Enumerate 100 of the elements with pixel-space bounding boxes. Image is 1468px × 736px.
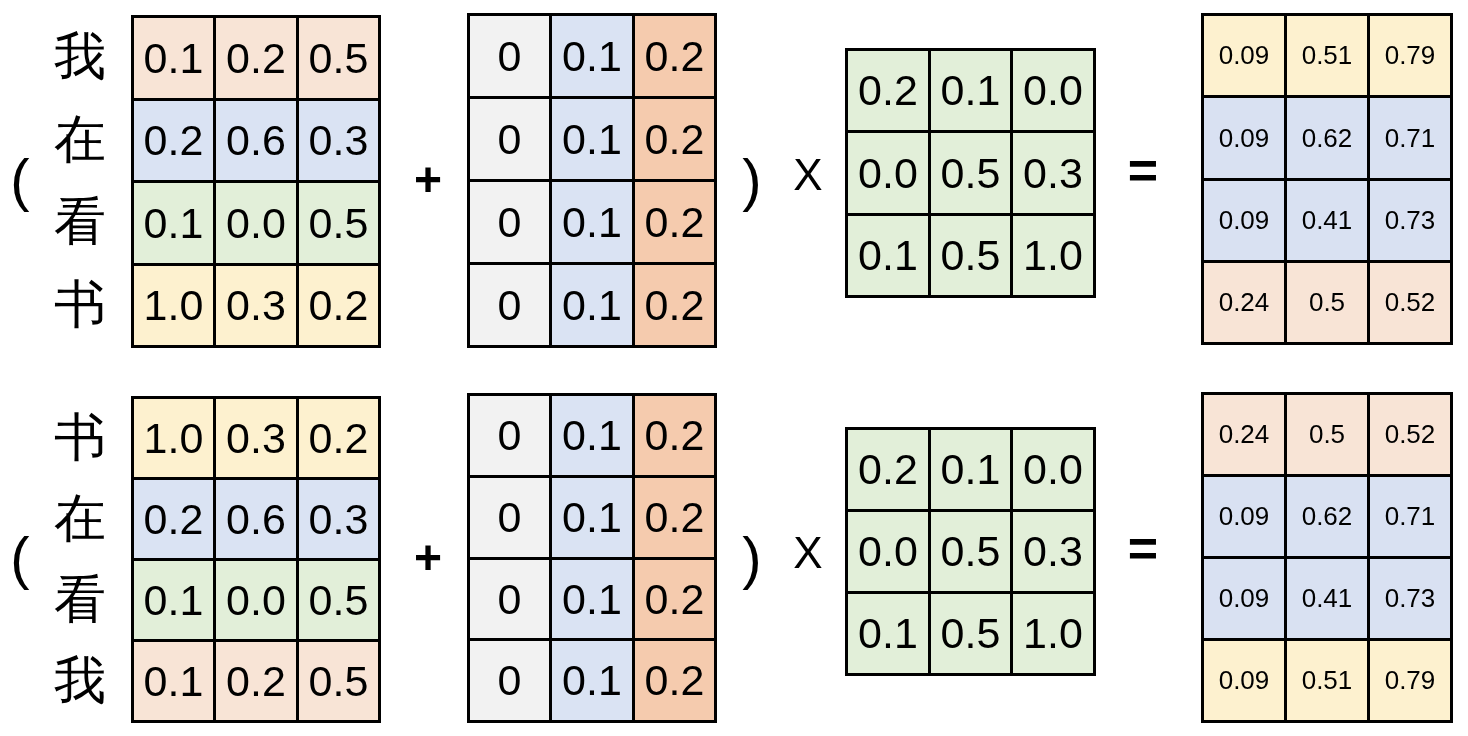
matrix-cell: 0.3 <box>296 98 381 183</box>
matrix-cell: 0.71 <box>1367 474 1453 559</box>
matrix-cell: 0.1 <box>549 475 635 560</box>
matrix-cell: 0.1 <box>845 213 931 298</box>
matrix-cell: 0.5 <box>296 639 381 723</box>
matrix-cell: 1.0 <box>1010 213 1096 298</box>
row-label: 看 <box>54 572 106 625</box>
matrix-cell: 0.1 <box>549 557 635 641</box>
row-label: 我 <box>54 653 106 706</box>
matrix-cell: 0.51 <box>1284 638 1370 723</box>
matrix-cell: 0.24 <box>1201 260 1287 345</box>
matrix-cell: 0.62 <box>1284 95 1370 181</box>
matrix-cell: 0 <box>467 638 552 723</box>
matrix-cell: 0.5 <box>928 591 1013 676</box>
matrix-cell: 0.09 <box>1201 556 1287 641</box>
matrix-cell: 0.5 <box>928 213 1013 298</box>
matrix-cell: 0.3 <box>213 263 299 348</box>
matrix-cell: 0.2 <box>213 639 299 723</box>
matrix-cell: 0.09 <box>1201 95 1287 181</box>
matrix-cell: 0.24 <box>1201 392 1287 477</box>
matrix-cell: 0.2 <box>632 475 717 560</box>
matrix-cell: 0.2 <box>632 393 717 478</box>
matrix-cell: 0.5 <box>1284 260 1370 345</box>
matrix-cell: 1.0 <box>131 263 216 348</box>
matrix-cell: 0.1 <box>131 639 216 723</box>
matrix-cell: 0.6 <box>213 477 299 561</box>
matrix-cell: 0.0 <box>845 130 931 216</box>
row-label: 在 <box>54 112 106 165</box>
matrix-cell: 0.2 <box>632 13 717 99</box>
matrix-cell: 0.6 <box>213 98 299 183</box>
matrix-cell: 0.3 <box>213 396 299 480</box>
matrix-cell: 0.0 <box>213 558 299 642</box>
matrix-cell: 0.09 <box>1201 638 1287 723</box>
matrix-cell: 0.51 <box>1284 13 1370 98</box>
matrix-cell: 0.2 <box>296 396 381 480</box>
matrix-cell: 0.2 <box>632 638 717 723</box>
matrix-cell: 0 <box>467 393 552 478</box>
row-label: 我 <box>54 30 106 83</box>
matrix-cell: 0 <box>467 13 552 99</box>
matrix-cell: 0.79 <box>1367 13 1453 98</box>
matrix-cell: 0.71 <box>1367 95 1453 181</box>
matrix-cell: 0 <box>467 179 552 265</box>
matrix-cell: 0.2 <box>845 427 931 512</box>
matrix-cell: 0.09 <box>1201 474 1287 559</box>
matrix-cell: 0.1 <box>549 13 635 99</box>
matrix-cell: 0.5 <box>928 130 1013 216</box>
row-label: 书 <box>54 277 106 330</box>
matrix-cell: 0.1 <box>549 262 635 348</box>
matrix-cell: 0.2 <box>632 96 717 182</box>
matrix-cell: 0.5 <box>296 180 381 266</box>
plus-sign: + <box>414 534 442 582</box>
matrix-cell: 0.73 <box>1367 556 1453 641</box>
matrix-cell: 0.2 <box>213 15 299 101</box>
matrix-cell: 0.0 <box>845 509 931 594</box>
matrix-cell: 0.09 <box>1201 178 1287 263</box>
matrix-cell: 0.1 <box>131 180 216 266</box>
matrix-cell: 0.62 <box>1284 474 1370 559</box>
matrix-cell: 1.0 <box>131 396 216 480</box>
row-label: 书 <box>54 410 106 463</box>
plus-sign: + <box>414 156 442 204</box>
matrix-cell: 0.73 <box>1367 178 1453 263</box>
matrix-cell: 0.1 <box>549 638 635 723</box>
matrix-cell: 0.0 <box>1010 427 1096 512</box>
matrix-cell: 0.2 <box>131 98 216 183</box>
matrix-cell: 0.2 <box>632 262 717 348</box>
matrix-cell: 0.1 <box>549 179 635 265</box>
matrix-cell: 0.1 <box>549 96 635 182</box>
matrix-cell: 0.1 <box>928 48 1013 133</box>
matrix-cell: 0.0 <box>1010 48 1096 133</box>
row-label: 在 <box>54 491 106 544</box>
matrix-cell: 0.2 <box>131 477 216 561</box>
matrix-cell: 0.2 <box>845 48 931 133</box>
matrix-cell: 1.0 <box>1010 591 1096 676</box>
matrix-cell: 0.3 <box>296 477 381 561</box>
matrix-cell: 0.79 <box>1367 638 1453 723</box>
matrix-cell: 0.1 <box>131 558 216 642</box>
matrix-cell: 0.5 <box>928 509 1013 594</box>
matrix-cell: 0.5 <box>1284 392 1370 477</box>
matrix-cell: 0.3 <box>1010 509 1096 594</box>
matrix-cell: 0.1 <box>131 15 216 101</box>
multiplication-sign: X <box>793 531 823 575</box>
matrix-cell: 0.52 <box>1367 260 1453 345</box>
matrix-cell: 0.2 <box>632 557 717 641</box>
matrix-cell: 0.2 <box>296 263 381 348</box>
matrix-cell: 0.52 <box>1367 392 1453 477</box>
matrix-cell: 0.5 <box>296 15 381 101</box>
matrix-cell: 0.41 <box>1284 178 1370 263</box>
matrix-cell: 0.09 <box>1201 13 1287 98</box>
matrix-cell: 0.0 <box>213 180 299 266</box>
equals-sign: = <box>1127 144 1159 196</box>
multiplication-sign: X <box>793 153 823 197</box>
matrix-cell: 0 <box>467 262 552 348</box>
equals-sign: = <box>1127 522 1159 574</box>
matrix-cell: 0 <box>467 557 552 641</box>
matrix-cell: 0.5 <box>296 558 381 642</box>
matrix-cell: 0 <box>467 475 552 560</box>
matrix-cell: 0.1 <box>928 427 1013 512</box>
matrix-cell: 0.1 <box>845 591 931 676</box>
matrix-cell: 0 <box>467 96 552 182</box>
matrix-cell: 0.2 <box>632 179 717 265</box>
